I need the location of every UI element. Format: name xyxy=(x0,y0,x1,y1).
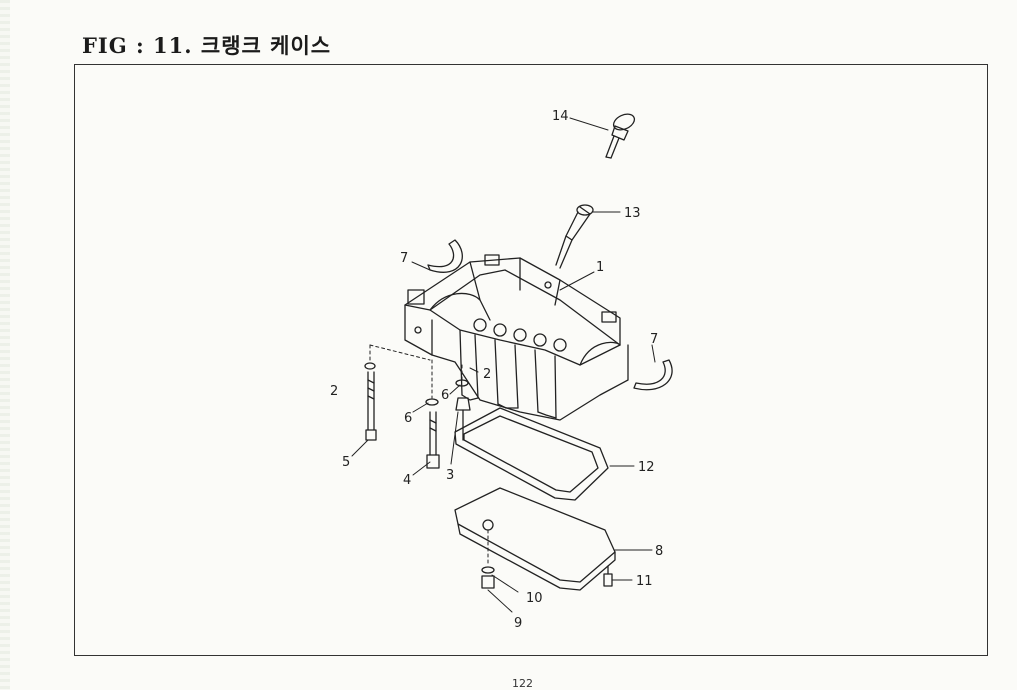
part-stud-bolt xyxy=(426,411,440,469)
callout-1: 1 xyxy=(596,260,604,275)
callout-3: 3 xyxy=(446,468,454,483)
callout-9: 9 xyxy=(514,616,522,631)
callout-10: 10 xyxy=(526,591,543,606)
callout-11: 11 xyxy=(636,574,653,589)
part-long-bolt xyxy=(364,362,377,441)
callout-7-right: 7 xyxy=(650,332,658,347)
callout-8: 8 xyxy=(655,544,663,559)
part-oil-pan xyxy=(454,487,616,591)
part-seal-left xyxy=(427,239,463,273)
part-seal-right xyxy=(633,359,673,391)
callout-14: 14 xyxy=(552,109,569,124)
part-drain-plug xyxy=(481,566,495,589)
callout-12: 12 xyxy=(638,460,655,475)
part-dipstick-knob xyxy=(605,113,636,159)
scan-edge-strip xyxy=(0,0,10,690)
callout-2-inner: 2 xyxy=(483,367,491,382)
part-gasket xyxy=(454,407,609,501)
page-number: 122 xyxy=(512,677,533,690)
callout-6-right: 6 xyxy=(441,388,449,403)
callout-2-left: 2 xyxy=(330,384,338,399)
callout-4: 4 xyxy=(403,473,411,488)
part-pan-bolt xyxy=(603,565,613,587)
callout-7-left: 7 xyxy=(400,251,408,266)
part-crankcase xyxy=(404,254,629,421)
callout-13: 13 xyxy=(624,206,641,221)
callout-5: 5 xyxy=(342,455,350,470)
diagram-frame xyxy=(74,64,988,656)
callout-6-left: 6 xyxy=(404,411,412,426)
figure-title: FIG : 11. 크랭크 케이스 xyxy=(82,33,332,58)
part-nut xyxy=(455,397,471,441)
part-dipstick-guide xyxy=(555,204,594,269)
